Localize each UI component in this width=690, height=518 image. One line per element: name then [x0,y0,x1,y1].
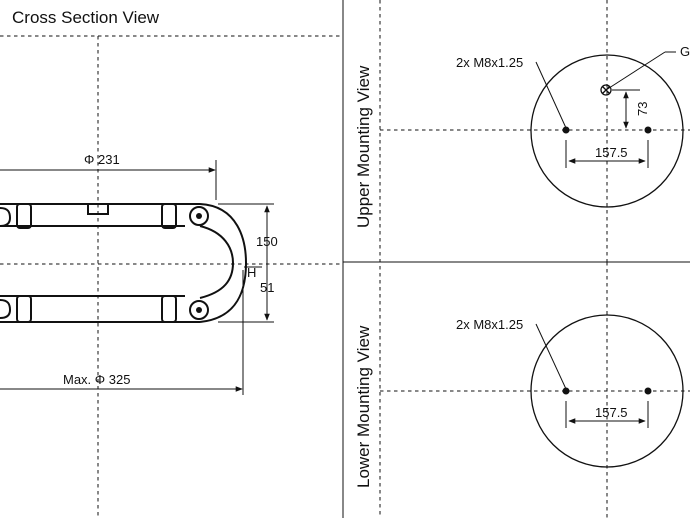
upper-spacing: 157.5 [595,145,628,160]
upper-mounting-view: Upper Mounting View 2x M8x1.25 G 73 157.… [354,0,690,262]
upper-bolt-label: 2x M8x1.25 [456,55,523,70]
lower-spacing: 157.5 [595,405,628,420]
upper-mounting-title: Upper Mounting View [354,65,373,228]
dim-height-label: H [247,265,256,280]
lower-bolt-right [644,387,652,395]
cross-section-view: Cross Section View Φ 231 Max. Φ 325 [0,8,343,518]
lower-plate-circle [530,314,684,468]
dimension-top-diameter: Φ 231 [0,152,217,200]
dim-height-total: 150 [256,234,278,249]
dimension-heights: 150 H 51 [218,203,278,323]
panel-borders [342,0,690,518]
upper-bolt-right [644,126,652,134]
lower-mounting-title: Lower Mounting View [354,325,373,488]
lower-bolt-left [562,387,570,395]
port-label: G [680,44,690,59]
dim-height-half: 51 [260,280,274,295]
cross-section-title: Cross Section View [12,8,160,27]
bellows-profile [0,203,248,323]
dimension-max-diameter: Max. Φ 325 [0,270,244,395]
upper-plate-circle [530,54,684,208]
dim-top-diameter: Φ 231 [84,152,120,167]
lower-mounting-view: Lower Mounting View 2x M8x1.25 157.5 [354,262,690,518]
lower-bolt-label: 2x M8x1.25 [456,317,523,332]
upper-bolt-left [562,126,570,134]
upper-offset: 73 [635,102,650,116]
dim-max-diameter: Max. Φ 325 [63,372,130,387]
